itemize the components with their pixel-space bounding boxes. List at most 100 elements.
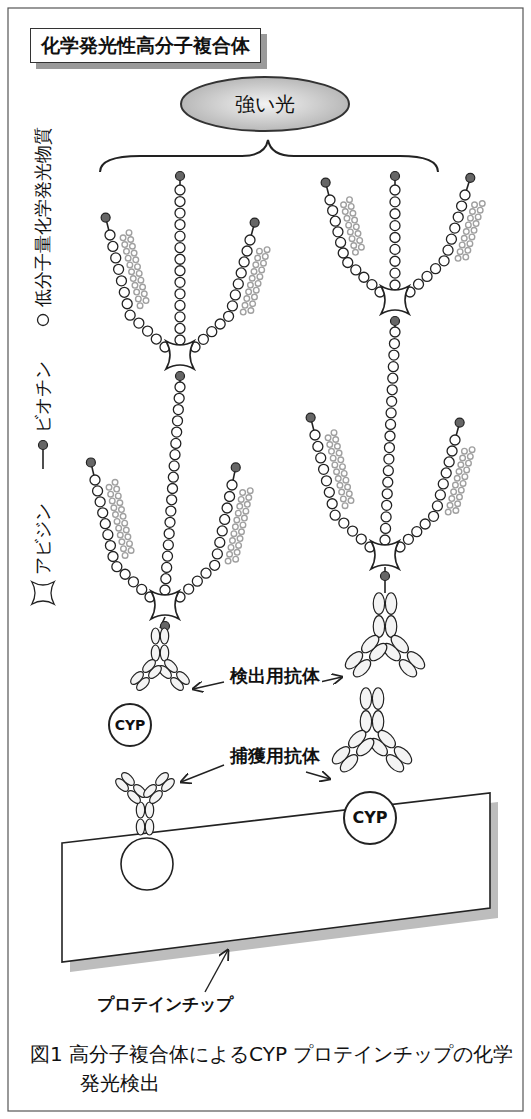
luminescent-bead bbox=[441, 468, 451, 478]
luminescent-bead bbox=[348, 526, 358, 536]
emission-dot bbox=[113, 512, 119, 518]
antibody-domain bbox=[329, 744, 352, 767]
polymer-chain bbox=[395, 435, 460, 552]
polymer-chain bbox=[90, 475, 155, 602]
avidin-symbol bbox=[32, 582, 54, 604]
luminescent-bead bbox=[384, 443, 394, 453]
emission-dot bbox=[230, 538, 236, 544]
emission-dot bbox=[246, 495, 252, 501]
biotin-ball bbox=[101, 213, 110, 222]
emission-dot bbox=[459, 242, 465, 248]
luminescent-bead bbox=[388, 373, 398, 383]
emission-dot bbox=[120, 235, 126, 241]
emission-dot bbox=[131, 250, 137, 256]
luminescent-bead bbox=[381, 523, 391, 533]
light-emission bbox=[106, 480, 134, 559]
antibody-domain bbox=[373, 593, 384, 615]
luminescent-bead bbox=[90, 475, 100, 485]
luminescent-bead bbox=[230, 290, 240, 300]
luminescent-bead bbox=[163, 551, 173, 561]
antibody bbox=[113, 770, 176, 835]
emission-dot bbox=[341, 202, 347, 208]
emission-dot bbox=[451, 489, 457, 495]
emission-dot bbox=[466, 222, 472, 228]
luminescent-bead bbox=[367, 280, 377, 290]
emission-dot bbox=[465, 248, 471, 254]
polymer-complex bbox=[86, 172, 485, 836]
light-emission bbox=[325, 430, 354, 509]
luminescent-bead bbox=[175, 208, 185, 218]
biotin-ball bbox=[391, 172, 400, 181]
luminescent-bead bbox=[227, 301, 237, 311]
emission-dot bbox=[253, 262, 259, 268]
emission-dot bbox=[468, 215, 474, 221]
emission-dot bbox=[248, 308, 254, 314]
antibody-domain bbox=[159, 776, 176, 793]
light-emission bbox=[225, 488, 253, 564]
emission-dot bbox=[329, 449, 335, 455]
luminescent-bead bbox=[390, 197, 400, 207]
luminescent-bead bbox=[382, 489, 392, 499]
node-text: CYP bbox=[352, 809, 387, 827]
antibody-domain bbox=[160, 645, 168, 661]
emission-dot bbox=[348, 204, 354, 210]
emission-dot bbox=[359, 244, 365, 250]
luminescent-bead bbox=[390, 256, 400, 266]
antibody-label: 検出用抗体 bbox=[228, 665, 322, 687]
luminescent-bead bbox=[192, 576, 202, 586]
emission-dot bbox=[128, 548, 134, 554]
luminescent-bead bbox=[390, 185, 400, 195]
emission-dot bbox=[461, 235, 467, 241]
emission-dot bbox=[455, 256, 461, 262]
luminescent-bead bbox=[242, 246, 252, 256]
emission-dot bbox=[235, 510, 241, 516]
luminescent-bead bbox=[239, 257, 249, 267]
luminescent-bead bbox=[387, 385, 397, 395]
polymer-chain bbox=[380, 327, 400, 545]
protein-chip bbox=[62, 793, 490, 962]
emission-dot bbox=[471, 227, 477, 233]
luminescent-bead bbox=[98, 508, 108, 518]
emission-dot bbox=[469, 447, 475, 453]
luminescent-bead bbox=[330, 510, 340, 520]
emission-dot bbox=[462, 448, 468, 454]
luminescent-bead bbox=[168, 472, 178, 482]
luminescent-bead bbox=[95, 497, 105, 507]
luminescent-bead bbox=[343, 258, 353, 268]
emission-dot bbox=[245, 502, 251, 508]
emission-dot bbox=[348, 229, 354, 235]
leader-line bbox=[193, 682, 224, 689]
emission-dot bbox=[244, 296, 250, 302]
sticks bbox=[91, 179, 469, 628]
luminescent-bead bbox=[143, 326, 153, 336]
luminescent-bead bbox=[114, 264, 124, 274]
emission-dot bbox=[227, 551, 233, 557]
antibody-domain bbox=[396, 657, 419, 680]
polymer-chain bbox=[325, 195, 385, 297]
biotin-ball bbox=[86, 458, 95, 467]
emission-dot bbox=[111, 505, 117, 511]
luminescent-bead bbox=[116, 276, 126, 286]
emission-dot bbox=[262, 254, 268, 260]
luminescent-bead bbox=[175, 231, 185, 241]
emission-dot bbox=[325, 435, 331, 441]
luminescent-bead bbox=[169, 461, 179, 471]
luminescent-bead bbox=[245, 235, 255, 245]
emission-dot bbox=[467, 454, 473, 460]
emission-dot bbox=[343, 477, 349, 483]
antibody-domain bbox=[373, 616, 384, 638]
emission-dot bbox=[128, 237, 134, 243]
cyp-circle: CYP bbox=[108, 703, 153, 748]
luminescent-bead bbox=[422, 271, 432, 281]
emission-dot bbox=[333, 437, 339, 443]
light-emission bbox=[120, 230, 149, 309]
emission-dot bbox=[138, 277, 144, 283]
emission-dot bbox=[327, 442, 333, 448]
emission-dot bbox=[472, 202, 478, 208]
emission-dot bbox=[337, 483, 343, 489]
luminescent-bead bbox=[161, 574, 171, 584]
emission-dot bbox=[106, 485, 112, 491]
emission-dot bbox=[126, 230, 132, 236]
emission-dot bbox=[248, 282, 254, 288]
light-emission bbox=[455, 201, 485, 261]
